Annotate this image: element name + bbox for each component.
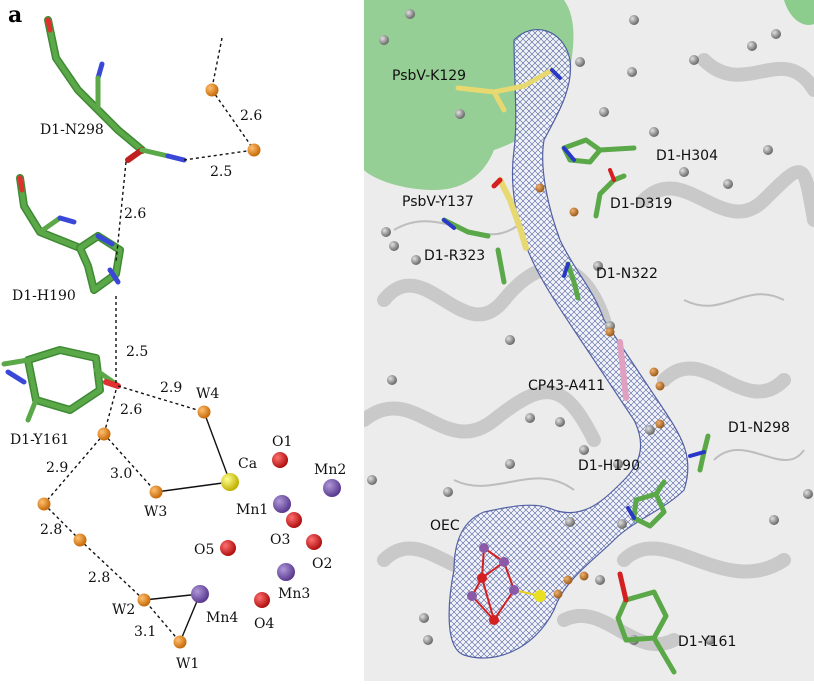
- label-d1-d319: D1-D319: [610, 196, 672, 212]
- label-d1-y161: D1-Y161: [678, 634, 736, 650]
- calcium-sphere: [221, 473, 239, 491]
- label-o5: O5: [194, 542, 214, 558]
- label-o3: O3: [270, 532, 290, 548]
- water-sphere: [97, 427, 111, 441]
- dist-chain-mid: 2.8: [40, 522, 62, 538]
- orange-waters: [535, 183, 665, 599]
- surface-corner: [784, 0, 814, 25]
- dist-water-w3: 3.0: [110, 466, 132, 482]
- water-sphere: [247, 143, 261, 157]
- label-d1-h190: D1-H190: [578, 458, 640, 474]
- water-w2-sphere: [137, 593, 151, 607]
- panel-a-figure: a: [1, 2, 346, 672]
- dist-chain-w2: 2.8: [88, 570, 110, 586]
- panel-a: a: [0, 0, 360, 681]
- label-mn2: Mn2: [314, 462, 346, 478]
- label-mn1: Mn1: [236, 502, 268, 518]
- oxygen-o3-sphere: [286, 512, 302, 528]
- label-psbv-k129: PsbV-K129: [392, 68, 466, 84]
- dist-y161-water: 2.6: [120, 402, 142, 418]
- water-w4-sphere: [197, 405, 211, 419]
- label-h190: D1-H190: [12, 288, 76, 304]
- label-ca: Ca: [238, 456, 257, 472]
- label-y161: D1-Y161: [10, 432, 69, 448]
- panel-b-figure: b PsbV-K129 D1-H304 PsbV-Y137 D1-D319 D1…: [338, 0, 814, 681]
- label-mn3: Mn3: [278, 586, 310, 602]
- water-w3-sphere: [149, 485, 163, 499]
- label-o2: O2: [312, 556, 332, 572]
- dist-n298-h190: 2.6: [124, 206, 146, 222]
- panel-a-letter: a: [8, 2, 22, 28]
- label-w1: W1: [176, 656, 199, 672]
- label-w4: W4: [196, 386, 219, 402]
- residue-n298-sticks: [44, 16, 187, 163]
- panel-b: b PsbV-K129 D1-H304 PsbV-Y137 D1-D319 D1…: [338, 0, 814, 681]
- label-w2: W2: [112, 602, 135, 618]
- label-w3: W3: [144, 504, 167, 520]
- label-d1-h304: D1-H304: [656, 148, 718, 164]
- dist-w2-w1: 3.1: [134, 624, 156, 640]
- label-d1-n298: D1-N298: [728, 420, 790, 436]
- manganese-mn2-sphere: [323, 479, 341, 497]
- label-o1: O1: [272, 434, 292, 450]
- label-d1-r323: D1-R323: [424, 248, 485, 264]
- label-cp43-a411: CP43-A411: [528, 378, 605, 394]
- dist-y161-w4: 2.9: [160, 380, 182, 396]
- dist-water-chain-left: 2.9: [46, 460, 68, 476]
- dist-top-chain: 2.6: [240, 108, 262, 124]
- label-n298: D1-N298: [40, 122, 104, 138]
- oxygen-o2-sphere: [306, 534, 322, 550]
- water-sphere: [37, 497, 51, 511]
- residue-h190-sticks: [16, 174, 124, 294]
- oec-cluster: [467, 543, 546, 625]
- coordination-lines: [143, 411, 231, 643]
- label-mn4: Mn4: [206, 610, 238, 626]
- oxygen-o1-sphere: [272, 452, 288, 468]
- manganese-mn1-sphere: [273, 495, 291, 513]
- label-oec: OEC: [430, 518, 460, 534]
- label-o4: O4: [254, 616, 274, 632]
- grey-waters: [367, 9, 813, 645]
- label-psbv-y137: PsbV-Y137: [402, 194, 474, 210]
- manganese-mn3-sphere: [277, 563, 295, 581]
- hbond-lines: [43, 37, 255, 643]
- oxygen-o5-sphere: [220, 540, 236, 556]
- label-d1-n322: D1-N322: [596, 266, 658, 282]
- electron-density-mesh: [448, 29, 689, 659]
- residue-y161-sticks: [1, 346, 121, 423]
- dist-n298-water: 2.5: [210, 164, 232, 180]
- water-w1-sphere: [173, 635, 187, 649]
- water-sphere: [73, 533, 87, 547]
- manganese-mn4-sphere: [191, 585, 209, 603]
- oxygen-o4-sphere: [254, 592, 270, 608]
- panel-b-residues: [441, 67, 711, 675]
- protein-cartoon: [357, 53, 814, 652]
- water-sphere: [205, 83, 219, 97]
- dist-h190-y161: 2.5: [126, 344, 148, 360]
